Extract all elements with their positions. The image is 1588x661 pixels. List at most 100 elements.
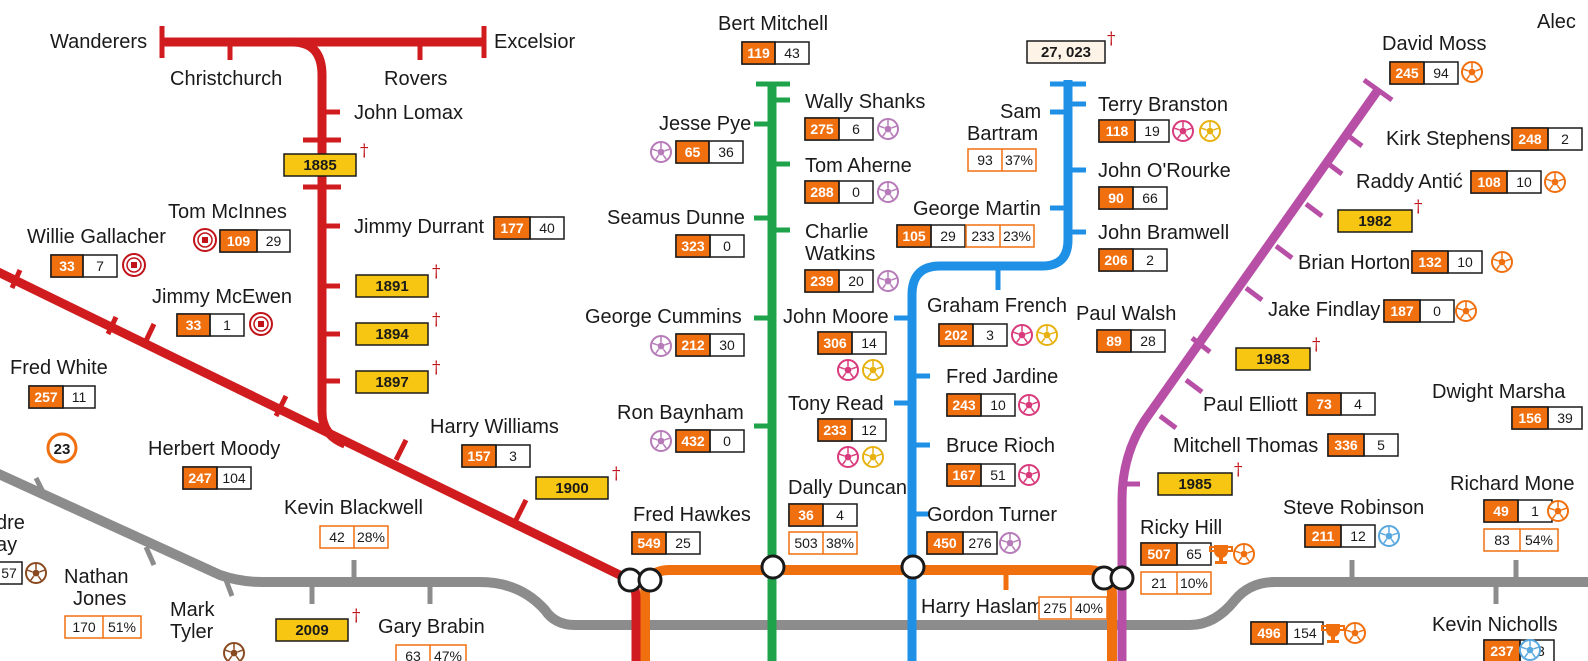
stat-value: 19 xyxy=(1144,123,1160,139)
dagger-mark: † xyxy=(1312,335,1321,355)
stat-value: 0 xyxy=(1433,303,1441,319)
station-label: Sam xyxy=(1000,101,1041,123)
stat-value: 83 xyxy=(1494,532,1510,548)
year-badge: 1897† xyxy=(355,358,441,394)
stat-box: 108 10 xyxy=(1470,170,1542,194)
club-label: Rovers xyxy=(384,68,447,90)
dagger-mark: † xyxy=(1414,197,1423,217)
svg-text:1985: 1985 xyxy=(1178,476,1211,493)
stat-value: 507 xyxy=(1147,546,1171,562)
station-label: dre xyxy=(0,512,25,534)
stat-value: 7 xyxy=(96,258,104,274)
stat-box: 57 xyxy=(0,561,23,585)
grey-line xyxy=(0,469,1588,630)
station-label: Bert Mitchell xyxy=(718,13,828,35)
station-label: Seamus Dunne xyxy=(607,207,745,229)
stat-value: 247 xyxy=(188,470,212,486)
station-label: Kevin Blackwell xyxy=(284,497,423,519)
station-label: Herbert Moody xyxy=(148,438,280,460)
stat-box: 257 11 xyxy=(28,385,96,409)
station-label: Tom McInnes xyxy=(168,201,287,223)
stat-value: 54% xyxy=(1525,532,1553,548)
stat-value: 108 xyxy=(1477,174,1501,190)
football-icon xyxy=(837,359,859,381)
year-badge: 1983 † xyxy=(1235,335,1321,371)
stat-value: 275 xyxy=(810,121,834,137)
club-crest-icon xyxy=(122,253,146,277)
football-icon xyxy=(862,446,884,468)
football-icon xyxy=(999,532,1021,554)
station-label: John O'Rourke xyxy=(1098,160,1231,182)
stat-value: 10 xyxy=(1516,174,1532,190)
stat-value: 94 xyxy=(1433,65,1449,81)
football-icon xyxy=(1172,120,1194,142)
svg-text:1983: 1983 xyxy=(1256,351,1289,368)
station-label: Fred Jardine xyxy=(946,366,1058,388)
station-labels: Wanderers Christchurch Rovers Excelsior … xyxy=(0,11,1576,643)
station-label: Gary Brabin xyxy=(378,616,485,638)
stat-value: 187 xyxy=(1390,303,1414,319)
stat-value: 257 xyxy=(34,389,58,405)
stat-value: 14 xyxy=(861,335,877,351)
stat-value: 38% xyxy=(826,535,854,551)
station-label: Dwight Marsha xyxy=(1432,381,1566,403)
stat-value: 206 xyxy=(1104,252,1128,268)
dagger-mark: † xyxy=(1107,29,1116,49)
stat-value: 89 xyxy=(1106,333,1122,349)
stat-value: 23% xyxy=(1003,228,1031,244)
interchange-stations xyxy=(617,554,1135,593)
stat-value: 65 xyxy=(1186,546,1202,562)
stat-value: 202 xyxy=(944,327,968,343)
year-badge: 1891† xyxy=(355,262,441,298)
grey-line-ticks xyxy=(33,476,1519,604)
station-label: John Bramwell xyxy=(1098,222,1229,244)
stat-value: 10% xyxy=(1180,575,1208,591)
stat-value: 33 xyxy=(59,258,75,274)
stat-value: 5 xyxy=(1377,437,1385,453)
svg-text:1900: 1900 xyxy=(555,480,588,497)
stat-value: 11 xyxy=(72,389,87,405)
purple-line xyxy=(1117,77,1394,661)
station-label: Jesse Pye xyxy=(659,113,751,135)
football-icon xyxy=(25,562,47,584)
dagger-mark: † xyxy=(432,310,441,330)
svg-text:1897: 1897 xyxy=(375,374,408,391)
svg-text:27, 023: 27, 023 xyxy=(1041,44,1091,61)
interchange-blue xyxy=(900,554,926,580)
stat-value: 275 xyxy=(1043,600,1067,616)
stat-value: 66 xyxy=(1142,190,1158,206)
svg-text:1894: 1894 xyxy=(375,326,409,343)
stat-value: 154 xyxy=(1293,625,1317,641)
football-icon xyxy=(1461,61,1483,83)
station-label: Mitchell Thomas xyxy=(1173,435,1318,457)
dagger-mark: † xyxy=(1234,460,1243,480)
station-label: Kirk Stephens xyxy=(1386,128,1511,150)
station-label: Charlie xyxy=(805,221,868,243)
station-label: Fred White xyxy=(10,357,108,379)
football-icon xyxy=(1199,120,1221,142)
interchange-green xyxy=(760,554,786,580)
stat-box: 83 54% xyxy=(1483,528,1559,552)
football-icon xyxy=(1018,394,1040,416)
stat-value: 12 xyxy=(861,422,877,438)
station-label: Nathan xyxy=(64,566,129,588)
station-label: Tyler xyxy=(170,621,214,643)
football-icon xyxy=(1491,251,1513,273)
year-badge: 2009† xyxy=(275,606,361,642)
station-label: Jake Findlay xyxy=(1268,299,1380,321)
stat-value: 212 xyxy=(681,337,705,353)
stat-value: 29 xyxy=(940,228,956,244)
